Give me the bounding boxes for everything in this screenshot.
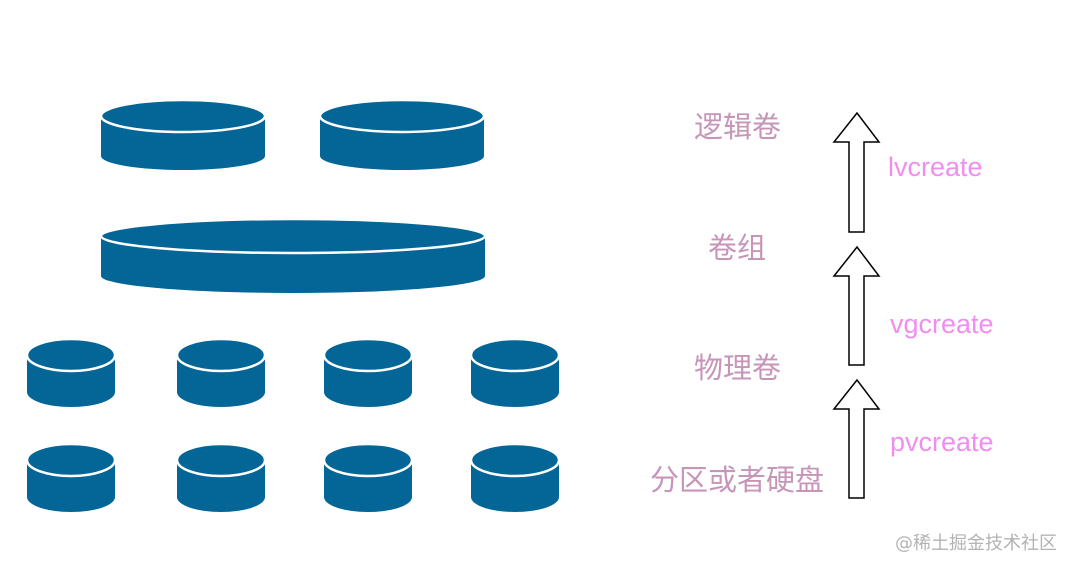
physical-volume-cylinder-1	[25, 337, 117, 407]
physical-volume-cylinder-3	[322, 337, 414, 407]
physical-volume-label: 物理卷	[694, 351, 782, 385]
watermark-text: @稀土掘金技术社区	[895, 533, 1057, 554]
logical-volume-label: 逻辑卷	[694, 110, 782, 144]
lvcreate-command-label: lvcreate	[888, 152, 983, 182]
physical-volume-cylinder-4	[469, 337, 561, 407]
disk-cylinder-3	[322, 442, 414, 512]
up-arrow-icon-middle	[832, 245, 881, 366]
disk-cylinder-4	[469, 442, 561, 512]
disk-cylinder-1	[25, 442, 117, 512]
pvcreate-command-label: pvcreate	[890, 427, 994, 457]
up-arrow-icon-bottom	[832, 378, 881, 499]
up-arrow-icon-top	[832, 111, 881, 233]
vgcreate-command-label: vgcreate	[890, 309, 994, 339]
logical-volume-cylinders	[99, 98, 486, 170]
logical-volume-cylinder-2	[318, 98, 486, 170]
disk-cylinder-2	[175, 442, 267, 512]
volume-group-label: 卷组	[708, 231, 767, 265]
disk-cylinders	[25, 442, 561, 512]
volume-group-cylinder	[99, 217, 487, 293]
physical-volume-cylinder-2	[175, 337, 267, 407]
physical-volume-cylinders	[25, 337, 561, 407]
partition-or-disk-label: 分区或者硬盘	[650, 463, 825, 497]
logical-volume-cylinder-1	[99, 98, 267, 170]
